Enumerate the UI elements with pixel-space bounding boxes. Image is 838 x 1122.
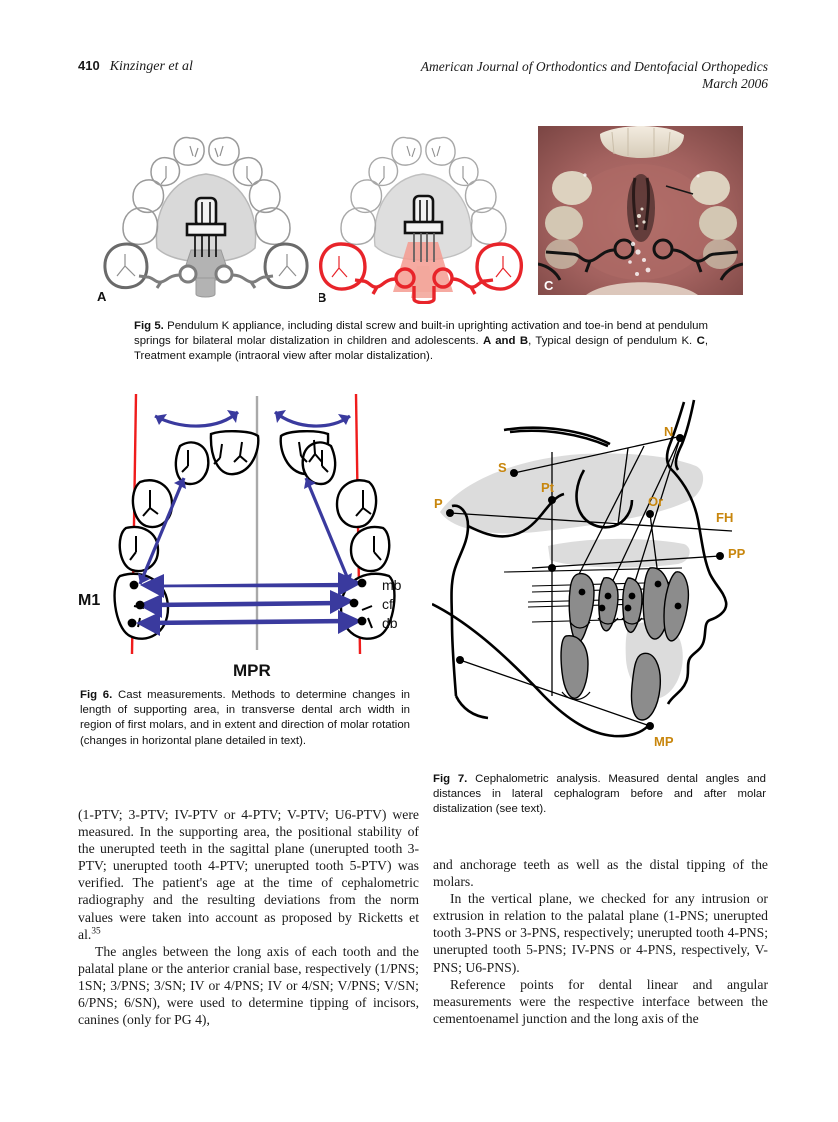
figure-5-caption-label: Fig 5. [134, 320, 164, 332]
pendulum-appliance-body [138, 196, 274, 298]
figure-5-panel-b-label: B [319, 290, 326, 304]
page-number: 410 [78, 58, 100, 73]
figure-5-caption-text-2: , Typical design of pendulum K. [528, 335, 697, 348]
figure-7: N S P Pt Or FH PP MP [431, 396, 772, 764]
cast-measurement-diagram: mb cf db MPR [113, 393, 402, 680]
running-head-left: 410 Kinzinger et al [78, 58, 193, 75]
figure-5-caption: Fig 5. Pendulum K appliance, including d… [134, 319, 708, 365]
figure-5-panel-c: C [538, 126, 743, 304]
landmark-label-frankfort-horizontal: FH [716, 510, 733, 525]
figure-7-caption-text: Cephalometric analysis. Measured dental … [433, 773, 766, 816]
activated-appliance-wire [319, 242, 523, 304]
figure-5: A [95, 126, 743, 304]
issue-date: March 2006 [702, 76, 768, 91]
paragraph-left-2: The angles between the long axis of each… [78, 943, 419, 1028]
label-first-molar: M1 [78, 592, 101, 609]
citation-reference-35: 35 [91, 926, 101, 937]
figure-5-caption-bold-1: A and B [483, 335, 529, 348]
label-central-fossa: cf [382, 596, 393, 612]
landmark-label-p: P [434, 496, 443, 511]
label-distobuccal: db [382, 615, 398, 631]
paragraph-right-1: and anchorage teeth as well as the dista… [433, 857, 768, 890]
supporting-area-arrows [138, 477, 352, 585]
figure-5-caption-bold-2: C [696, 335, 705, 348]
transverse-arrowheads [136, 572, 362, 636]
author-line: Kinzinger et al [109, 59, 193, 74]
intraoral-photograph: C [538, 126, 743, 295]
figure-5-caption-text-1: Pendulum K appliance, including distal s… [134, 320, 708, 348]
skull-profile-tracing [431, 399, 728, 738]
landmark-label-sella: S [498, 460, 507, 475]
figure-5-caption-text-3: , Treatment example (intraoral view afte… [134, 335, 708, 363]
figure-6-caption-label: Fig 6. [80, 689, 113, 701]
landmark-label-pterygoid: Pt [541, 480, 555, 495]
landmark-label-orbitale: Or [648, 494, 663, 509]
running-head-right: American Journal of Orthodontics and Den… [421, 58, 768, 92]
figure-7-caption-label: Fig 7. [433, 773, 468, 785]
figure-5-panel-a: A [95, 126, 317, 304]
cephalometric-analysis-diagram: N S P Pt Or FH PP MP [431, 399, 746, 749]
label-midpalatal-raphe: MPR [233, 661, 271, 680]
figure-5-panel-a-label: A [97, 289, 107, 304]
body-left-column: (1-PTV; 3-PTV; IV-PTV or 4-PTV; V-PTV; U… [78, 806, 419, 1028]
pendulum-appliance-passive-diagram: A [97, 136, 309, 304]
paragraph-left-1: (1-PTV; 3-PTV; IV-PTV or 4-PTV; V-PTV; U… [78, 806, 419, 943]
journal-title: American Journal of Orthodontics and Den… [420, 59, 768, 74]
landmark-label-mandibular-plane: MP [654, 734, 674, 749]
pendulum-appliance-activated-diagram: B [319, 136, 523, 304]
paragraph-left-1-text: (1-PTV; 3-PTV; IV-PTV or 4-PTV; V-PTV; U… [78, 807, 419, 942]
figure-6-caption: Fig 6. Cast measurements. Methods to det… [80, 688, 410, 749]
rotation-arrowheads [155, 410, 350, 425]
reference-planes [449, 435, 733, 727]
figure-7-caption: Fig 7. Cephalometric analysis. Measured … [433, 772, 766, 818]
rotation-arrows [154, 410, 351, 428]
figure-5-panel-b: B [319, 126, 527, 304]
label-mesiobuccal: mb [382, 577, 402, 593]
landmark-points [446, 434, 724, 730]
landmark-label-nasion: N [664, 424, 673, 439]
paragraph-right-2: In the vertical plane, we checked for an… [433, 891, 768, 975]
figure-5-panel-c-label: C [544, 278, 554, 293]
landmark-label-palatal-plane: PP [728, 546, 746, 561]
body-right-column: and anchorage teeth as well as the dista… [433, 856, 768, 1027]
appliance-wire-overlay [538, 238, 743, 281]
figure-6: mb cf db MPR M1 [78, 392, 430, 680]
figure-6-caption-text: Cast measurements. Methods to determine … [80, 689, 410, 747]
measurement-landmark-points [127, 578, 367, 628]
tooth-tracings [560, 567, 690, 721]
paragraph-right-3: Reference points for dental linear and a… [433, 976, 768, 1026]
running-head: 410 Kinzinger et al American Journal of O… [78, 58, 768, 102]
transverse-arch-width-arrows [143, 582, 351, 626]
